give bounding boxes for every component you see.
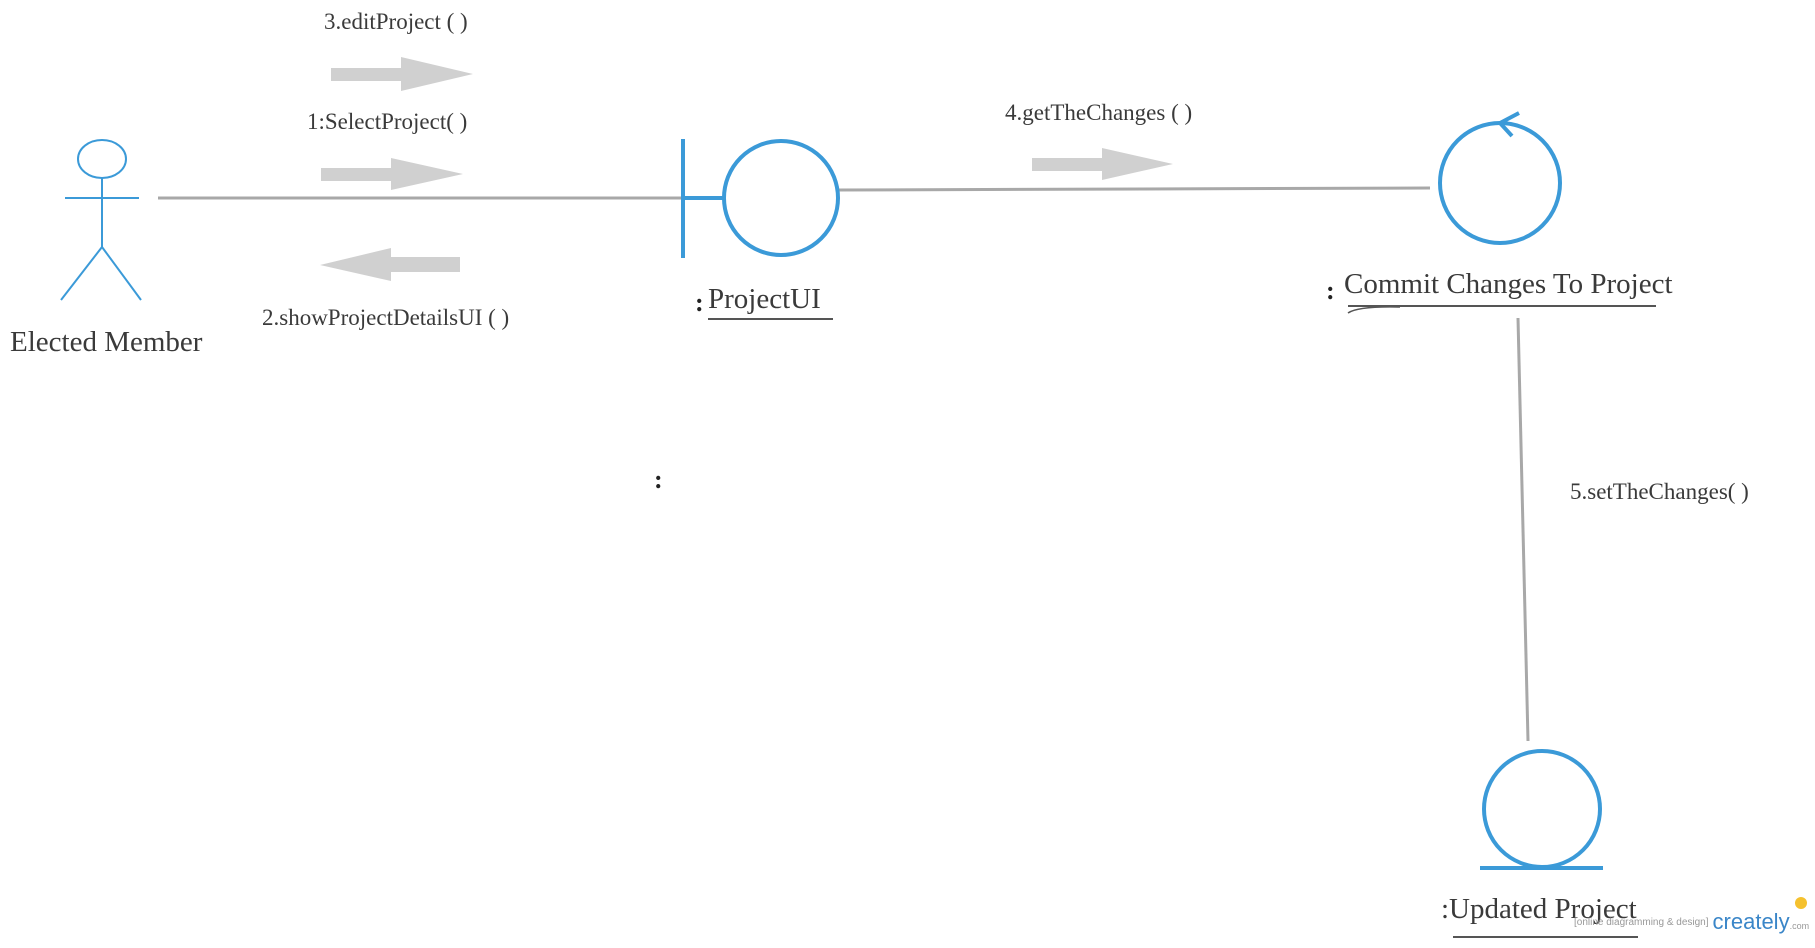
arrow-m3-right — [331, 57, 473, 91]
projectui-label: ProjectUI — [708, 283, 821, 315]
message-5-label: 5.setTheChanges( ) — [1570, 479, 1749, 504]
watermark-brand: creately — [1712, 909, 1790, 934]
watermark-suffix: .com — [1789, 921, 1810, 931]
actor-head — [77, 139, 127, 179]
commit-prefix: : — [1326, 276, 1335, 305]
control-commit-changes-icon — [1438, 111, 1562, 245]
arrow-m2-left — [320, 248, 460, 281]
boundary-projectui-icon — [681, 139, 840, 258]
watermark-tagline: [online diagramming & design] — [1574, 917, 1709, 928]
updated-project-label: :Updated Project — [1441, 893, 1637, 925]
commit-label-swash — [1347, 306, 1401, 314]
projectui-prefix: : — [695, 288, 704, 317]
sun-icon — [1795, 897, 1807, 909]
arrow-m4-right — [1032, 148, 1173, 180]
message-2-label: 2.showProjectDetailsUI ( ) — [262, 305, 510, 330]
message-4-label: 4.getTheChanges ( ) — [1005, 100, 1193, 125]
link-commit-updated — [1516, 317, 1530, 742]
projectui-underline — [708, 318, 833, 320]
actor-elected-member — [60, 139, 142, 301]
commit-underline — [1348, 305, 1656, 307]
updated-project-underline — [1453, 936, 1638, 938]
entity-updated-project-icon — [1480, 749, 1603, 870]
link-projectui-commit — [835, 186, 1431, 192]
creately-watermark: [online diagramming & design] creately.c… — [1574, 897, 1810, 935]
stray-colon: : — [654, 465, 663, 494]
message-1-label: 1:SelectProject( ) — [307, 109, 468, 134]
actor-label: Elected Member — [10, 326, 203, 358]
arrow-m1-right — [321, 158, 463, 190]
commit-label: Commit Changes To Project — [1344, 268, 1673, 300]
message-3-label: 3.editProject ( ) — [324, 9, 468, 34]
